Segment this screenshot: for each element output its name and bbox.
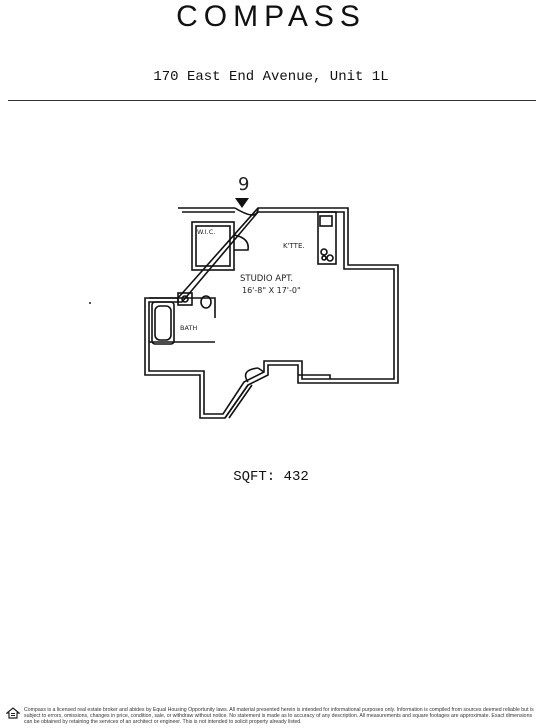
- floor-plan: 9 W.I.C. K'TTE. STUDIO APT. 16'-8" X 17'…: [130, 170, 420, 435]
- window: [298, 374, 331, 379]
- legal-disclaimer: Compass is a licensed real estate broker…: [24, 707, 534, 726]
- floor-plan-drawing: 9 W.I.C. K'TTE. STUDIO APT. 16'-8" X 17'…: [144, 174, 399, 419]
- kitchen-counter: [317, 211, 337, 265]
- divider: [8, 100, 536, 101]
- square-footage: SQFT: 432: [233, 469, 309, 485]
- lower-door: [244, 367, 259, 383]
- scan-artifact: [89, 302, 91, 304]
- studio-label: STUDIO APT.: [240, 274, 293, 284]
- bathtub: [151, 301, 175, 345]
- bath-label: BATH: [180, 324, 197, 332]
- outer-wall: [144, 207, 399, 419]
- wic-door: [233, 234, 250, 251]
- equal-housing-icon: [6, 707, 20, 719]
- sink: [177, 292, 193, 306]
- entry-door: [234, 207, 259, 216]
- unit-number: 9: [238, 174, 249, 195]
- wic-label: W.I.C.: [197, 228, 215, 236]
- kitchen-label: K'TTE.: [283, 242, 305, 250]
- entry-arrow-icon: [235, 198, 249, 208]
- listing-address: 170 East End Avenue, Unit 1L: [153, 69, 389, 85]
- wic-wall: [191, 221, 235, 271]
- toilet: [200, 295, 212, 309]
- studio-dimensions: 16'-8" X 17'-0": [242, 286, 301, 295]
- compass-logo: COMPASS: [176, 0, 366, 33]
